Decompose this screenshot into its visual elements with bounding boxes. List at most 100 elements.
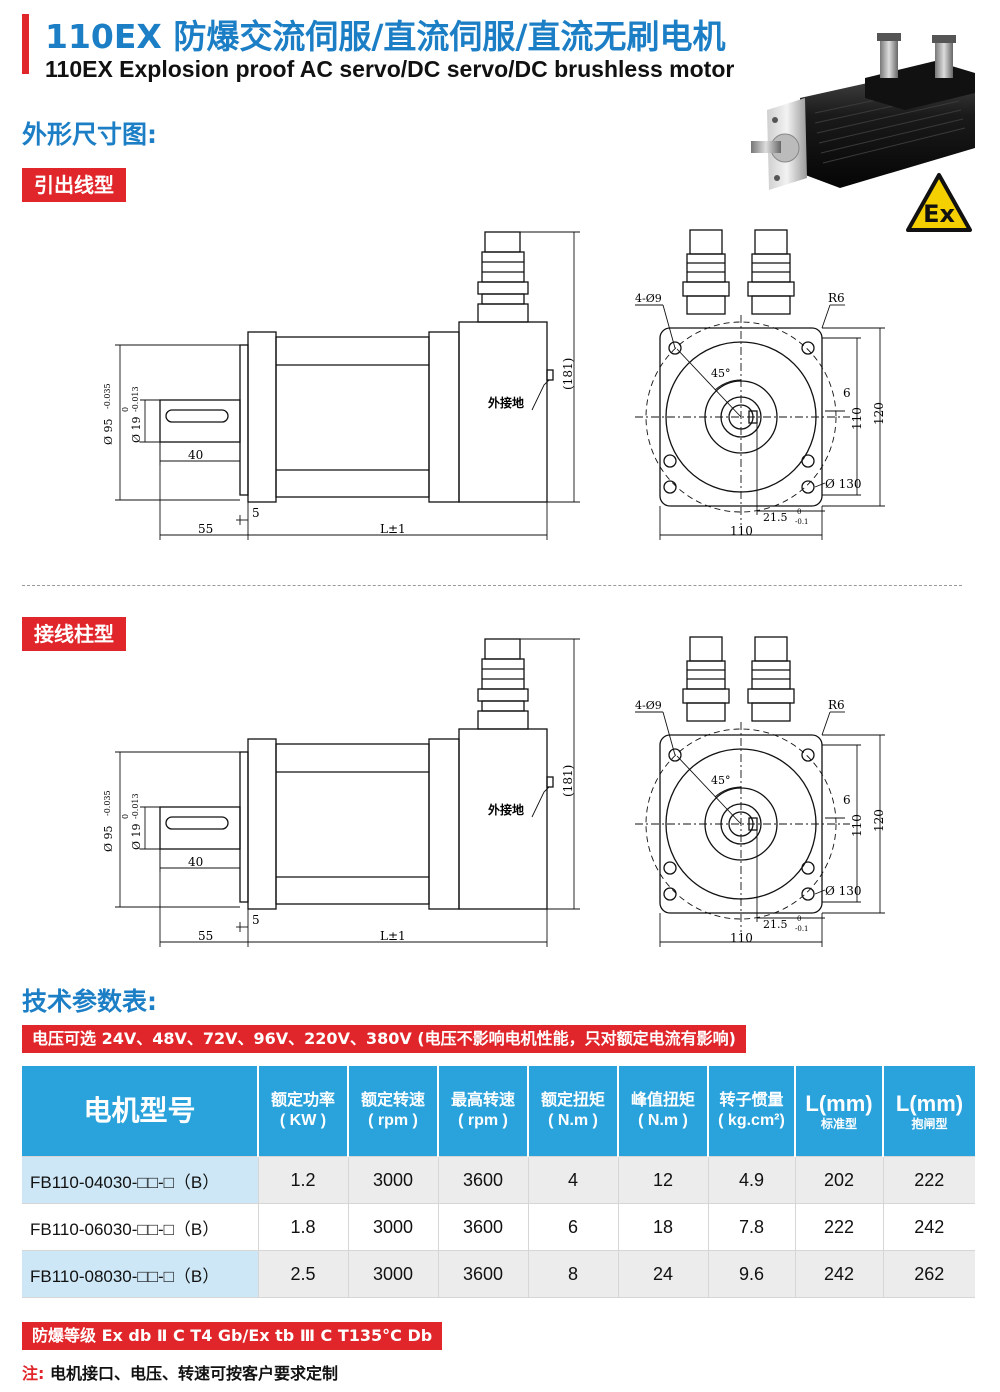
cell-l-brake: 262 [883, 1250, 975, 1298]
cell-model: FB110-06030-□□-□（B） [22, 1203, 259, 1251]
col-rated-torque-label: 额定扭矩 [540, 1092, 605, 1109]
cell-inertia: 7.8 [708, 1203, 796, 1251]
dim-d95: Ø 95 [102, 418, 115, 445]
dim-len40: 40 [188, 448, 203, 462]
col-l-std-label: L(mm) [805, 1091, 873, 1116]
cell-l-std: 242 [795, 1250, 884, 1298]
col-power: 额定功率( KW ) [258, 1066, 349, 1157]
col-rated-speed-unit: ( rpm ) [368, 1112, 418, 1129]
cell-rated-torque: 6 [528, 1203, 619, 1251]
voltage-note: 电压可选 24V、48V、72V、96V、220V、380V (电压不影响电机性… [22, 1025, 746, 1053]
col-peak-torque-label: 峰值扭矩 [630, 1092, 695, 1109]
side-view-drawing-1: Ø 95 0 -0.035 Ø 19 0 -0.013 40 5 55 L±1 … [100, 231, 580, 540]
ground-label: 外接地 [488, 395, 524, 410]
ground-label: 外接地 [488, 802, 524, 817]
dim-d95-tol-top: 0 [100, 404, 102, 409]
pcd130-label: Ø 130 [825, 477, 862, 491]
dim-d19-tol-bot: -0.013 [131, 386, 140, 412]
cell-peak-torque: 24 [618, 1250, 709, 1298]
col-rated-speed-label: 额定转速 [360, 1092, 425, 1109]
type1-tag: 引出线型 [22, 168, 126, 202]
holes-label: 4-Ø9 [635, 292, 662, 305]
spec-header-row: 电机型号 额定功率( KW ) 额定转速( rpm ) 最高转速( rpm ) … [22, 1066, 975, 1157]
cell-l-brake: 222 [883, 1156, 975, 1204]
dim-len40: 40 [188, 855, 203, 869]
cell-model: FB110-04030-□□-□（B） [22, 1156, 259, 1204]
dim-h181: (181) [561, 765, 575, 797]
side120-label: 120 [872, 402, 886, 425]
keyh-tol-bot: -0.1 [795, 518, 809, 526]
front-view-drawing-1: 4-Ø9 R6 45° 6 110 120 Ø 130 21.5 0 -0.1 … [635, 229, 886, 540]
key6-label: 6 [843, 793, 851, 807]
key6-label: 6 [843, 386, 851, 400]
cell-peak-torque: 18 [618, 1203, 709, 1251]
cell-max-speed: 3600 [438, 1250, 529, 1298]
outline-heading: 外形尺寸图: [22, 120, 157, 149]
col-inertia-unit: ( kg.cm²) [718, 1112, 785, 1129]
section-divider [22, 585, 962, 586]
cell-l-std: 222 [795, 1203, 884, 1251]
r6-label: R6 [828, 291, 845, 305]
specs-heading: 技术参数表: [22, 987, 157, 1016]
cell-rated-torque: 4 [528, 1156, 619, 1204]
col-rated-torque: 额定扭矩 ( N.m ) [528, 1066, 619, 1157]
cell-power: 2.5 [258, 1250, 349, 1298]
col-rated-speed: 额定转速 ( rpm ) [348, 1066, 439, 1157]
dim-d95: Ø 95 [102, 825, 115, 852]
dim-d95-tol-bot: -0.035 [103, 790, 112, 816]
front-view-drawing-2: 4-Ø9 R6 45° 6 110 120 Ø 130 21.5 0 -0.1 … [635, 636, 886, 947]
col-l-brake-sub: 抱闸型 [911, 1117, 948, 1131]
side110v-label: 110 [850, 407, 864, 430]
footnote-text: 电机接口、电压、转速可按客户要求定制 [44, 1364, 338, 1383]
col-power-unit: ( KW ) [279, 1112, 327, 1129]
col-l-std: L(mm)标准型 [795, 1066, 884, 1157]
cell-rated-speed: 3000 [348, 1156, 439, 1204]
dim-len5: 5 [252, 913, 260, 927]
side110h-label: 110 [730, 524, 753, 538]
cell-rated-speed: 3000 [348, 1250, 439, 1298]
col-l-brake-label: L(mm) [895, 1091, 964, 1116]
col-max-speed-unit: ( rpm ) [458, 1112, 508, 1129]
dim-len55: 55 [198, 929, 213, 943]
dim-d19-tol-bot: -0.013 [131, 793, 140, 819]
side110v-label: 110 [850, 814, 864, 837]
dim-d19: Ø 19 [130, 416, 143, 443]
col-model: 电机型号 [22, 1066, 259, 1157]
dim-len-l: L±1 [380, 522, 406, 536]
cell-max-speed: 3600 [438, 1156, 529, 1204]
keyh-tol-top: 0 [797, 915, 801, 923]
cell-max-speed: 3600 [438, 1203, 529, 1251]
title-accent-bar [22, 14, 29, 74]
cell-rated-speed: 3000 [348, 1203, 439, 1251]
table-row: FB110-04030-□□-□（B） 1.2 3000 3600 4 12 4… [22, 1156, 975, 1204]
dim-h181: (181) [561, 358, 575, 390]
col-peak-torque: 峰值扭矩( N.m ) [618, 1066, 709, 1157]
cell-power: 1.8 [258, 1203, 349, 1251]
page-title: 110EX 防爆交流伺服/直流伺服/直流无刷电机 [45, 17, 726, 56]
cell-peak-torque: 12 [618, 1156, 709, 1204]
cell-l-std: 202 [795, 1156, 884, 1204]
side120-label: 120 [872, 809, 886, 832]
ex-mark-label: Ex [923, 200, 955, 228]
cell-model: FB110-08030-□□-□（B） [22, 1250, 259, 1298]
motor-photo [751, 33, 975, 190]
col-rated-torque-unit: ( N.m ) [548, 1112, 598, 1129]
dim-len55: 55 [198, 522, 213, 536]
cell-rated-torque: 8 [528, 1250, 619, 1298]
table-row: FB110-06030-□□-□（B） 1.8 3000 3600 6 18 7… [22, 1203, 975, 1251]
spec-table: 电机型号 额定功率( KW ) 额定转速( rpm ) 最高转速( rpm ) … [22, 1066, 975, 1298]
dim-d19-tol-top: 0 [121, 814, 130, 819]
col-l-brake: L(mm)抱闸型 [883, 1066, 975, 1157]
keyh-tol-top: 0 [797, 508, 801, 516]
col-max-speed-label: 最高转速 [450, 1092, 515, 1109]
side110h-label: 110 [730, 931, 753, 945]
dim-d95-tol-bot: -0.035 [103, 383, 112, 409]
col-inertia: 转子惯量( kg.cm²) [708, 1066, 796, 1157]
keyh-label: 21.5 [763, 511, 788, 524]
keyh-tol-bot: -0.1 [795, 925, 809, 933]
r6-label: R6 [828, 698, 845, 712]
cell-inertia: 9.6 [708, 1250, 796, 1298]
angle-label: 45° [711, 774, 731, 787]
col-l-std-sub: 标准型 [820, 1117, 857, 1131]
angle-label: 45° [711, 367, 731, 380]
